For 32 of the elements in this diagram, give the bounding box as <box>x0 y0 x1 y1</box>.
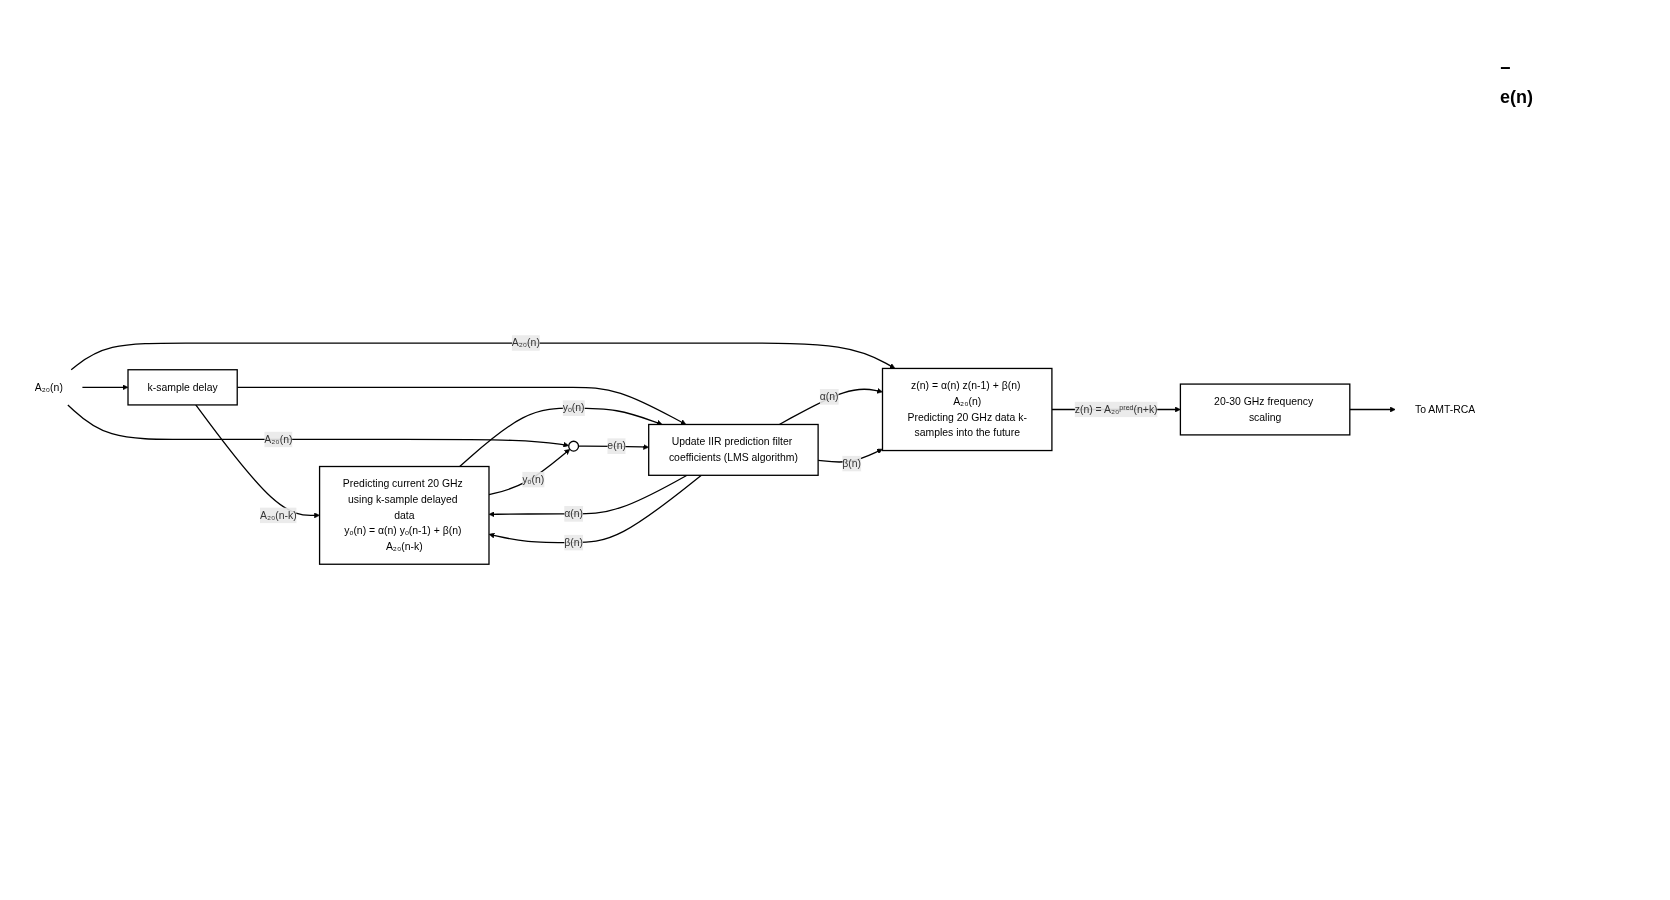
edge-label: e(n) <box>607 440 626 452</box>
signal-label: e(n) <box>1500 87 1534 108</box>
edge-label: β(n) <box>564 536 583 549</box>
arrow <box>488 474 688 518</box>
arrow <box>577 444 649 451</box>
edge-label: α(n) <box>564 508 583 520</box>
arrow <box>488 449 571 496</box>
node-text: A₂₀(n) <box>34 381 63 393</box>
edge-label: yₒ(n) <box>562 402 585 414</box>
edge-label: β(n) <box>842 457 862 470</box>
edge-label: yₒ(n) <box>522 473 545 486</box>
node-box: k-sample delay <box>127 369 238 406</box>
node-circle <box>568 440 580 452</box>
node-text: To AMT-RCA <box>1414 403 1476 415</box>
edge-label: A₂₀(n-k) <box>260 509 297 521</box>
edge-label: A₂₀(n) <box>264 433 293 445</box>
arrow <box>1349 406 1396 413</box>
node-box: Update IIR prediction filter coefficients (LMS algorithm) <box>648 424 819 477</box>
arrow <box>778 388 883 426</box>
arrow <box>81 384 129 391</box>
signal-label: − <box>1500 58 1512 79</box>
node-box: z(n) = α(n) z(n-1) + β(n) A₂₀(n) Predicting 20 GHz data k-samples into the future <box>881 368 1053 452</box>
edge-label: z(n) = A₂₀ᵖʳᵉᵈ(n+k) <box>1074 403 1158 415</box>
arrow <box>195 404 320 519</box>
node-box: Predicting current 20 GHz using k-sample delayed data yₒ(n) = α(n) yₒ(n-1) + β(n) A₂₀(n-k) <box>318 466 490 566</box>
arrow <box>70 342 896 371</box>
node-box: 20-30 GHz frequency scaling <box>1179 383 1351 436</box>
edge-label: α(n) <box>819 391 839 403</box>
arrow <box>459 407 663 468</box>
arrow <box>67 404 570 448</box>
edge-label: A₂₀(n) <box>511 337 540 349</box>
arrow <box>488 474 703 544</box>
